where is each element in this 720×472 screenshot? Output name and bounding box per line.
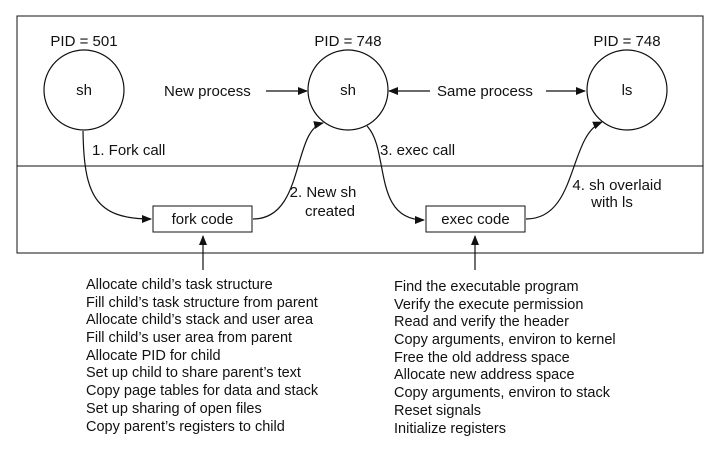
process-circle-sh-parent xyxy=(43,49,125,131)
exec-step: Initialize registers xyxy=(394,420,507,437)
new-sh-created-label-line1: 2. New sh xyxy=(289,184,357,201)
new-sh-created-arrow xyxy=(252,121,324,220)
exec-code-label: exec code xyxy=(441,211,510,228)
sh-overlaid-label-line1: 4. sh overlaid xyxy=(572,177,662,194)
fork-code-label: fork code xyxy=(171,211,234,228)
fork-step: Allocate PID for child xyxy=(86,347,221,364)
new-process-label: New process xyxy=(164,83,251,100)
fork-step: Fill child’s task structure from parent xyxy=(86,294,318,311)
exec-call-arrow xyxy=(366,125,425,224)
process-name-sh-child: sh xyxy=(340,82,356,99)
pid-label-ls: PID = 748 xyxy=(593,33,661,50)
exec-call-label: 3. exec call xyxy=(380,142,456,159)
pid-label-child: PID = 748 xyxy=(314,33,382,50)
fork-step: Allocate child’s stack and user area xyxy=(86,312,314,329)
process-name-sh-parent: sh xyxy=(76,82,92,99)
exec-step: Copy arguments, environ to kernel xyxy=(394,332,616,349)
exec-step: Reset signals xyxy=(394,402,482,419)
fork-step: Set up sharing of open files xyxy=(86,400,262,417)
sh-overlaid-arrow xyxy=(525,121,603,220)
exec-step: Read and verify the header xyxy=(394,314,569,331)
exec-steps-list: Find the executable program Verify the e… xyxy=(394,279,616,438)
fork-step: Fill child’s user area from parent xyxy=(86,330,293,347)
fork-step: Copy parent’s registers to child xyxy=(86,418,285,435)
fork-code-box xyxy=(152,205,253,233)
fork-step: Set up child to share parent’s text xyxy=(86,365,301,382)
fork-steps-list: Allocate child’s task structure Fill chi… xyxy=(86,277,318,436)
exec-step: Allocate new address space xyxy=(394,367,575,384)
pid-label-parent: PID = 501 xyxy=(50,33,118,50)
sh-overlaid-label-line2: with ls xyxy=(591,194,633,211)
exec-step: Free the old address space xyxy=(394,349,570,366)
user-space-frame xyxy=(16,15,704,254)
exec-step: Copy arguments, environ to stack xyxy=(394,385,610,402)
same-process-label: Same process xyxy=(437,83,533,100)
exec-code-box xyxy=(425,205,526,233)
exec-step: Find the executable program xyxy=(394,279,579,295)
fork-step: Copy page tables for data and stack xyxy=(86,383,319,400)
process-circle-ls xyxy=(586,49,668,131)
process-name-ls: ls xyxy=(621,82,633,99)
fork-call-label: 1. Fork call xyxy=(92,142,166,159)
fork-call-arrow xyxy=(82,130,152,223)
exec-step: Verify the execute permission xyxy=(394,296,584,313)
fork-step: Allocate child’s task structure xyxy=(86,277,273,293)
new-sh-created-label-line2: created xyxy=(304,203,356,220)
